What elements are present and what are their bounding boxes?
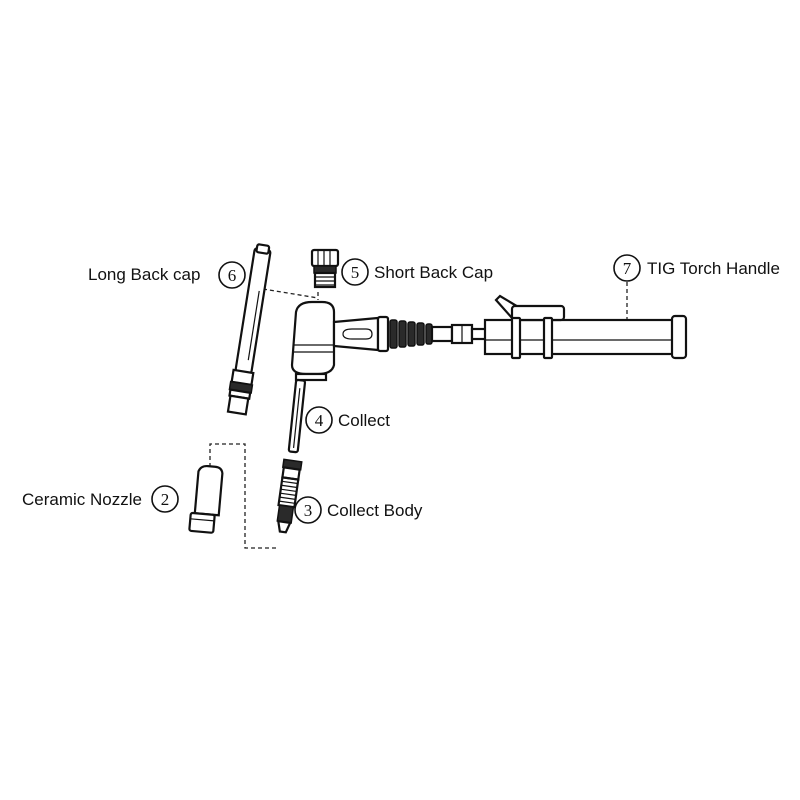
tig-torch-handle-part	[483, 294, 688, 360]
callout-tig-torch-handle: 7 TIG Torch Handle	[613, 254, 780, 282]
short-back-cap-number: 5	[351, 263, 360, 282]
callout-collect-body: 3 Collect Body	[294, 496, 423, 524]
long-back-cap-label: Long Back cap	[88, 265, 200, 284]
long-back-cap-number: 6	[228, 266, 237, 285]
tig-torch-handle-number: 7	[623, 259, 632, 278]
torch-head-part	[290, 300, 488, 382]
short-back-cap-part	[310, 248, 340, 289]
callout-ceramic-nozzle: Ceramic Nozzle 2	[22, 485, 179, 513]
ceramic-nozzle-label: Ceramic Nozzle	[22, 490, 142, 509]
leader-back-cap	[262, 288, 319, 299]
short-back-cap-number-circle	[341, 258, 369, 286]
collect-number: 4	[315, 411, 324, 430]
callout-long-back-cap: Long Back cap 6	[88, 261, 246, 289]
tig-torch-handle-number-circle	[613, 254, 641, 282]
collect-body-number: 3	[304, 501, 313, 520]
ceramic-nozzle-number-circle	[151, 485, 179, 513]
ceramic-nozzle-part	[188, 464, 224, 534]
collect-body-number-circle	[294, 496, 322, 524]
collect-body-label: Collect Body	[327, 501, 423, 520]
callout-short-back-cap: 5 Short Back Cap	[341, 258, 493, 286]
ceramic-nozzle-number: 2	[161, 490, 170, 509]
leader-lines	[209, 282, 628, 549]
collect-body-part	[276, 458, 303, 534]
long-back-cap-number-circle	[218, 261, 246, 289]
leader-nozzle	[209, 443, 276, 549]
collect-part	[287, 378, 307, 454]
collect-number-circle	[305, 406, 333, 434]
short-back-cap-label: Short Back Cap	[374, 263, 493, 282]
tig-torch-handle-label: TIG Torch Handle	[647, 259, 780, 278]
long-back-cap-part	[226, 243, 272, 416]
collect-label: Collect	[338, 411, 390, 430]
callout-collect: 4 Collect	[305, 406, 390, 434]
